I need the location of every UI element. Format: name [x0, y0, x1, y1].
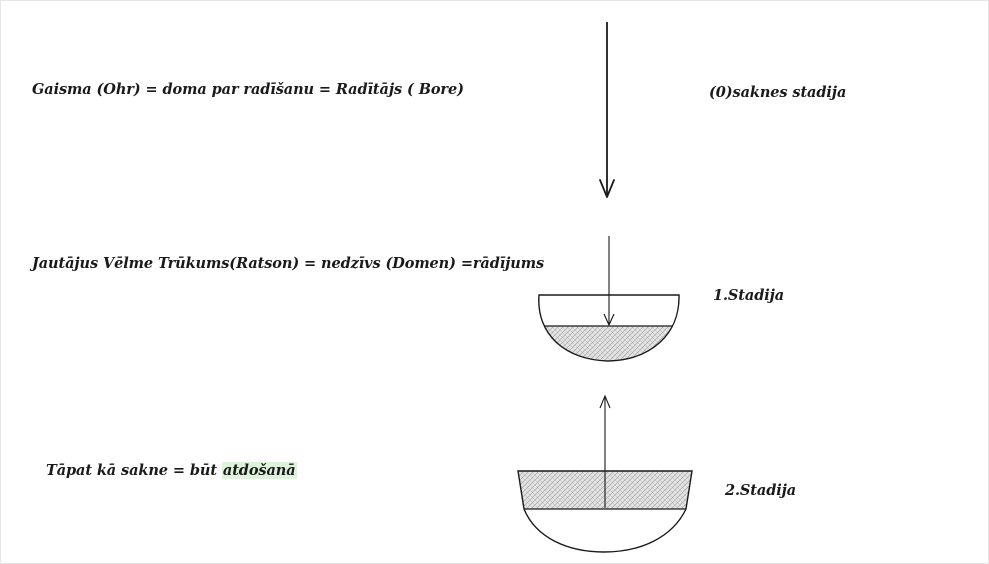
root-arrow-down — [599, 22, 615, 198]
light-definition-text: Gaisma (Ohr) = doma par radīšanu = Radīt… — [32, 81, 464, 98]
stage2-arrow-up — [599, 394, 611, 508]
root-equivalence-prefix: Tāpat kā sakne = būt — [46, 462, 222, 479]
stage1-bowl — [538, 294, 680, 362]
desire-definition-text: Jautājus Vēlme Trūkums(Ratson) = nedzīvs… — [32, 255, 545, 272]
stage1-bowl-outline — [538, 294, 680, 362]
root-equivalence-text: Tāpat kā sakne = būt atdošanā — [46, 462, 297, 479]
stage2-label: 2.Stadija — [725, 482, 797, 499]
stage1-bowl-fill — [544, 326, 672, 360]
stage1-label: 1.Stadija — [713, 287, 785, 304]
stage0-label: (0)saknes stadija — [709, 84, 847, 101]
stage2-bowl-outline — [517, 470, 693, 553]
stage1-arrow-down — [603, 236, 615, 327]
highlighted-word: atdošanā — [221, 462, 297, 479]
